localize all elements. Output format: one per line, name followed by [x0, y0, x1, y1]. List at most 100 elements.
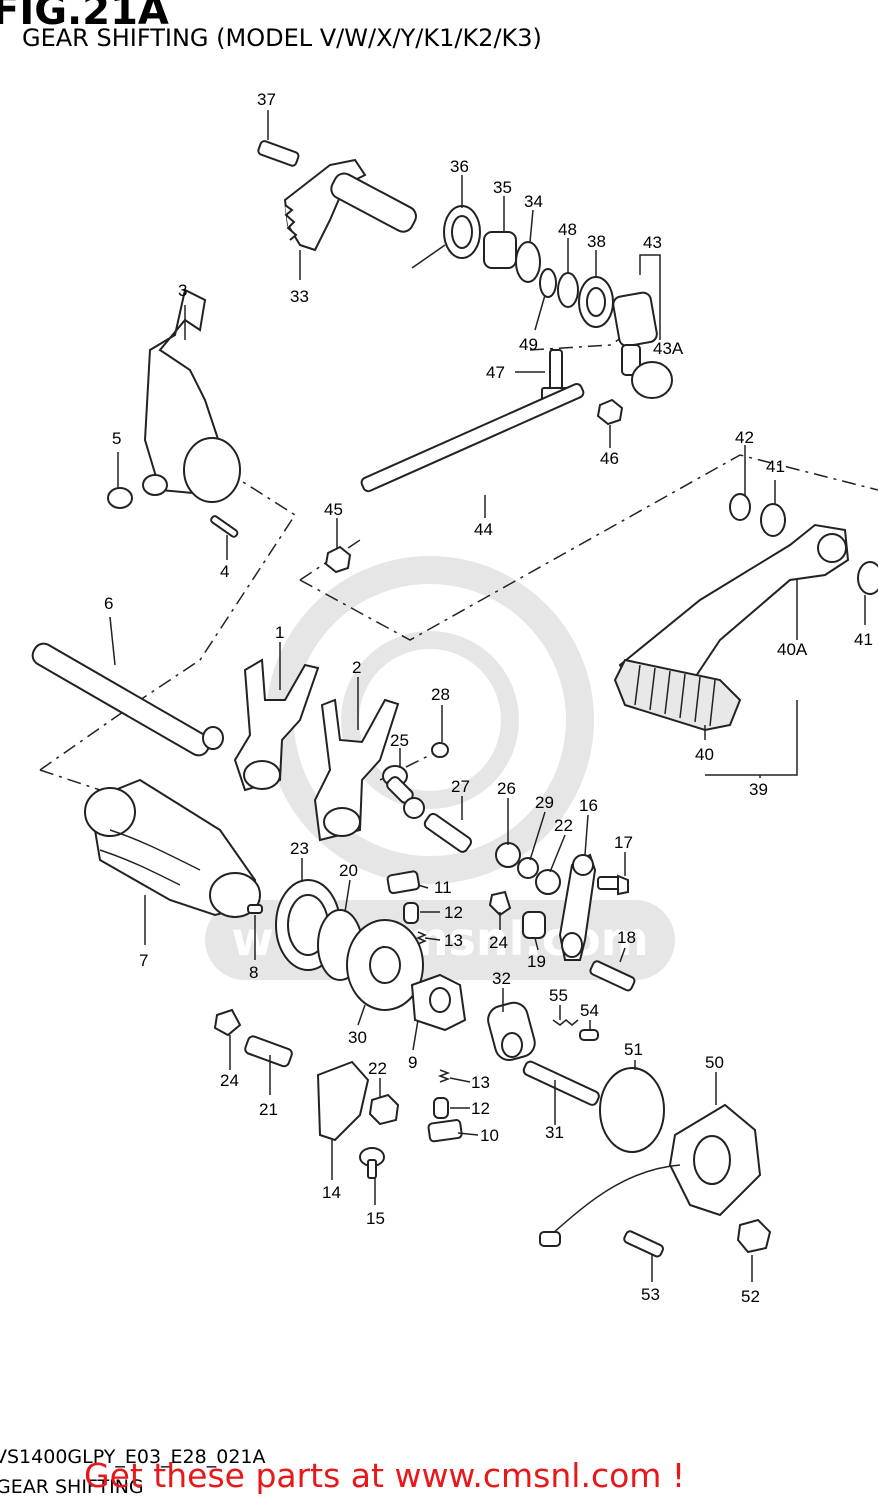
callout: 34	[524, 192, 543, 211]
callout: 42	[735, 428, 754, 447]
callout: 35	[493, 178, 512, 197]
spring-13-lower	[437, 1069, 451, 1083]
cam-guide-32	[487, 1001, 536, 1061]
shift-fork-3	[142, 288, 241, 503]
bolt-17	[597, 874, 629, 896]
callout: 32	[492, 969, 511, 988]
bolt-18	[589, 960, 636, 992]
bolt-37	[257, 140, 300, 167]
nut-45	[324, 545, 352, 574]
callout: 3	[178, 281, 187, 300]
callout: 46	[600, 449, 619, 468]
callout: 39	[749, 780, 768, 799]
bolt-21	[244, 1035, 293, 1068]
callout: 13	[471, 1073, 490, 1092]
collar-35	[483, 231, 517, 269]
circlip-42	[729, 493, 751, 521]
callout: 12	[444, 903, 463, 922]
nut-22-upper	[535, 869, 561, 895]
callout: 11	[434, 878, 452, 897]
callout: 53	[641, 1285, 660, 1304]
callout: 28	[431, 685, 450, 704]
callout: 49	[519, 335, 538, 354]
callout: 45	[324, 500, 343, 519]
circlip-49	[539, 268, 557, 298]
callout: 37	[257, 90, 276, 109]
callout: 18	[617, 928, 636, 947]
diagram-section-name: GEAR SHIFTING	[0, 1476, 144, 1498]
callout: 40	[695, 745, 714, 764]
callout: 50	[705, 1053, 724, 1072]
spring-36	[411, 205, 481, 269]
callout: 33	[290, 287, 309, 306]
callout: 24	[220, 1071, 239, 1090]
promo-link[interactable]: Get these parts at www.cmsnl.com !	[84, 1456, 686, 1495]
pin-12-upper	[403, 902, 419, 924]
callout: 29	[535, 793, 554, 812]
callout: 6	[104, 594, 113, 613]
callout: 22	[368, 1059, 387, 1078]
washer-34	[515, 241, 541, 283]
cam-plate-30	[346, 919, 424, 1011]
o-ring-51	[599, 1067, 665, 1153]
callout: 2	[352, 658, 361, 677]
footpeg-rubber-40	[613, 658, 742, 732]
nut-46	[596, 398, 624, 426]
callout: 47	[486, 363, 505, 382]
callout: 55	[549, 986, 568, 1005]
gear-position-switch-50	[539, 1103, 762, 1247]
spring-13-upper	[416, 931, 427, 945]
leader-lines	[109, 110, 866, 1282]
bolt-31	[522, 1060, 600, 1106]
screw-15	[359, 1147, 385, 1179]
callout: 9	[408, 1053, 417, 1072]
shift-arm-16	[558, 853, 597, 961]
pin-5	[107, 487, 133, 509]
gearshift-shaft-44	[360, 382, 585, 493]
pin-54	[579, 1029, 599, 1041]
callout: 48	[558, 220, 577, 239]
fork-shaft-6	[31, 642, 224, 757]
gearshift-shaft-33	[283, 158, 417, 252]
callout: 30	[348, 1028, 367, 1047]
callout: 10	[480, 1126, 499, 1145]
shift-lever-25	[382, 765, 425, 819]
callout: 36	[450, 157, 469, 176]
callout: 41	[854, 630, 873, 649]
callout: 43	[643, 233, 662, 252]
washer-41-right	[857, 561, 878, 595]
roller-10	[427, 1119, 463, 1143]
nut-24-upper	[488, 890, 512, 917]
callout: 7	[139, 951, 148, 970]
bearing-38	[578, 276, 614, 328]
callout: 1	[275, 623, 284, 642]
callout: 43A	[653, 339, 684, 358]
callout: 40A	[777, 640, 808, 659]
nut-22-lower	[368, 1093, 400, 1126]
callout: 5	[112, 429, 121, 448]
diagram-code: VS1400GLPY_E03_E28_021A	[0, 1446, 266, 1468]
washer-28	[431, 742, 449, 758]
callout: 15	[366, 1209, 385, 1228]
shift-fork-2	[313, 698, 400, 842]
callout: 12	[471, 1099, 490, 1118]
washer-41-upper	[760, 503, 786, 537]
pin-12-lower	[433, 1097, 449, 1119]
callout: 41	[766, 457, 785, 476]
roller-11	[386, 870, 421, 895]
callout-labels: 37 36 35 34 48 38 43 33 49 43A 47 3 46 4…	[104, 90, 873, 1306]
callout: 14	[322, 1183, 341, 1202]
washer-29	[517, 857, 539, 879]
spring-55	[552, 1019, 579, 1026]
callout: 4	[220, 562, 229, 581]
callout: 23	[290, 839, 309, 858]
clamp-53	[623, 1230, 664, 1258]
pin-8	[247, 904, 263, 914]
callout: 24	[489, 933, 508, 952]
gearshift-arm-43	[612, 291, 673, 399]
callout: 25	[390, 731, 409, 750]
shift-fork-1	[233, 658, 320, 792]
callout: 51	[624, 1040, 643, 1059]
bracket-14	[316, 1060, 370, 1142]
bolt-52	[736, 1218, 772, 1254]
